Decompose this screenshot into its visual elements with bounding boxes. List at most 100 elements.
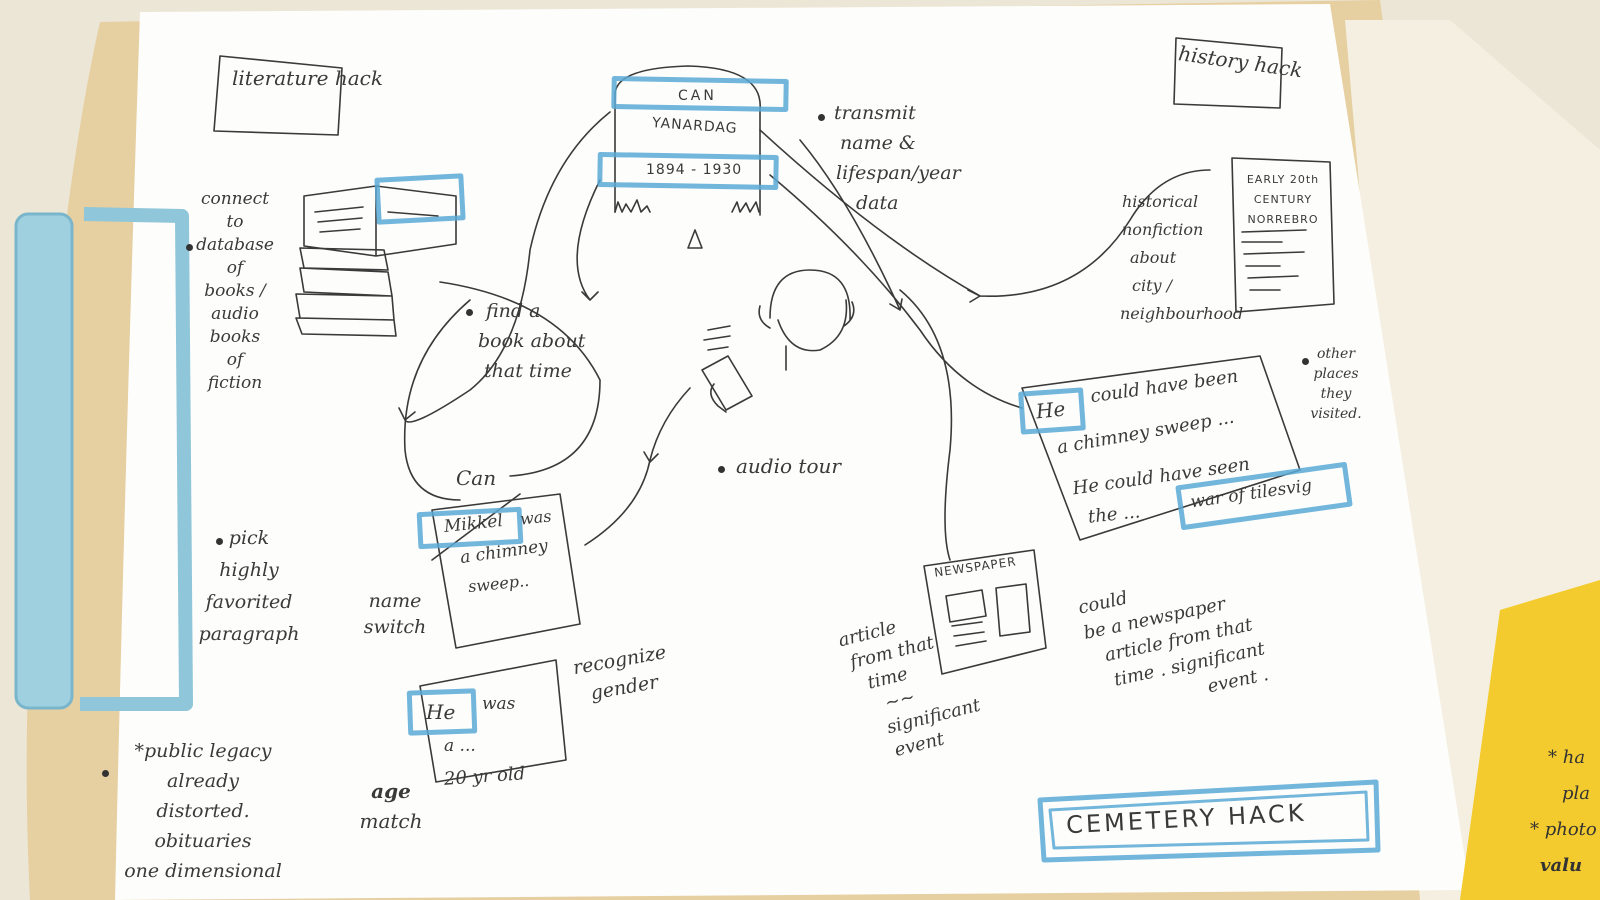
other-line: places [1313,366,1359,382]
connect-line: audio [211,304,259,324]
hack-word: hack [334,66,383,90]
historical-line: neighbourhood [1120,304,1244,323]
pick-line: paragraph [198,623,300,645]
highlight-mikkel [416,506,524,550]
connect-line: connect [200,189,270,209]
name-strike [431,493,521,561]
history-book-line: EARLY 20th [1246,173,1320,186]
find-line: that time [484,360,572,382]
note-age-match: age match [356,776,426,836]
connect-line: database [196,235,274,255]
right-card-name: He [1034,396,1067,424]
pick-line: favorited [205,591,293,613]
sticky-line: * ha [1548,747,1586,768]
connect-line: to [226,212,244,232]
connect-line: fiction [207,373,263,393]
he-card-outline [419,659,567,783]
sticky-line: * photo [1530,819,1597,840]
note-historical: historical nonfiction about city / neigh… [1120,188,1244,328]
history-book-line: CENTURY [1253,193,1313,206]
other-line: other [1316,346,1356,362]
bullet-connect [186,244,193,251]
he-card-line2: a ... [444,736,476,756]
pick-line: pick [228,527,270,549]
transmit-line: transmit [834,102,916,124]
historical-line: nonfiction [1122,220,1204,239]
arrow-right-down [799,139,903,311]
transmit-line: lifespan/year [836,162,961,184]
note-transmit: transmit name & lifespan/year data [834,98,961,218]
curve-to-newspaper [899,289,953,561]
he-card-was: was [482,694,516,714]
bullet-audio-tour [718,466,725,473]
pick-line: highly [219,559,279,581]
arrow-stone-to-books [398,111,611,423]
phone-icon [701,355,753,411]
cemetery-hack-frame [1037,779,1381,863]
flower-icon [687,229,703,249]
mikkel-card-was: was [519,506,553,529]
headstone-years: 1894 - 1930 [646,162,743,178]
arrow-books-to-card [439,281,601,477]
history-book [1231,157,1335,313]
note-pick: pick highly favorited paragraph [194,522,304,650]
public-line: one dimensional [124,860,282,882]
public-line: already [167,770,239,792]
history-book-line: NORREBRO [1247,213,1319,226]
highlight-he [406,688,478,736]
newspaper-outline [923,549,1047,675]
note-connect: connect to database of books / audio boo… [190,188,280,395]
other-line: visited. [1310,406,1362,422]
bullet-transmit [818,114,825,121]
public-line: *public legacy [134,740,272,762]
public-line: distorted. [156,800,250,822]
bullet-find-book [466,309,473,316]
connect-line: of [226,350,244,370]
literature-hack-heading: literature hack [232,66,383,91]
age-line: match [359,809,423,833]
headstone-first-name: CAN [678,88,717,104]
literature-hack-box [213,55,343,136]
paper-sheet [115,4,1470,900]
mikkel-card-above: Can [456,466,497,490]
bullet-other [1302,358,1309,365]
literature-word: literature [232,66,329,90]
historical-line: historical [1122,192,1199,211]
book-text-lines [314,206,439,233]
note-name-switch: name switch [360,588,430,640]
clipboard-clip [80,207,193,711]
grass-left [614,199,651,213]
arrow-stone-down [576,179,601,301]
arrow-to-phone [584,387,691,546]
mikkel-card-outline [431,493,581,649]
bullet-pick [216,538,223,545]
historical-line: city / [1132,276,1173,295]
book-stack [295,247,397,337]
arrow-stone-to-history [759,129,1211,303]
highlight-can [611,76,789,112]
sticky-line: pla [1562,783,1591,804]
note-public-legacy: *public legacy already distorted. obitua… [118,736,288,886]
note-audio-tour: audio tour [736,454,841,478]
curve-left-loop [403,299,471,501]
highlight-right-he [1018,387,1086,435]
public-line: obituaries [154,830,252,852]
switch-line: switch [363,616,427,638]
history-book-title: EARLY 20th CENTURY NORREBRO [1240,170,1326,230]
connect-line: of [226,258,244,278]
switch-line: name [368,590,422,612]
age-line: age [371,779,411,803]
sticky-line: valu [1540,855,1583,876]
note-other-places: other places they visited. [1296,344,1376,424]
transmit-line: name & [840,132,916,154]
phone-waves [703,325,731,351]
find-line: find a [486,300,541,322]
connect-line: books / [204,281,266,301]
hand-icon [710,383,727,413]
history-hack-box [1173,37,1283,109]
cemetery-hack-frame-inner [1048,790,1370,850]
bullet-public [102,770,109,777]
he-card-name: He [426,700,456,724]
